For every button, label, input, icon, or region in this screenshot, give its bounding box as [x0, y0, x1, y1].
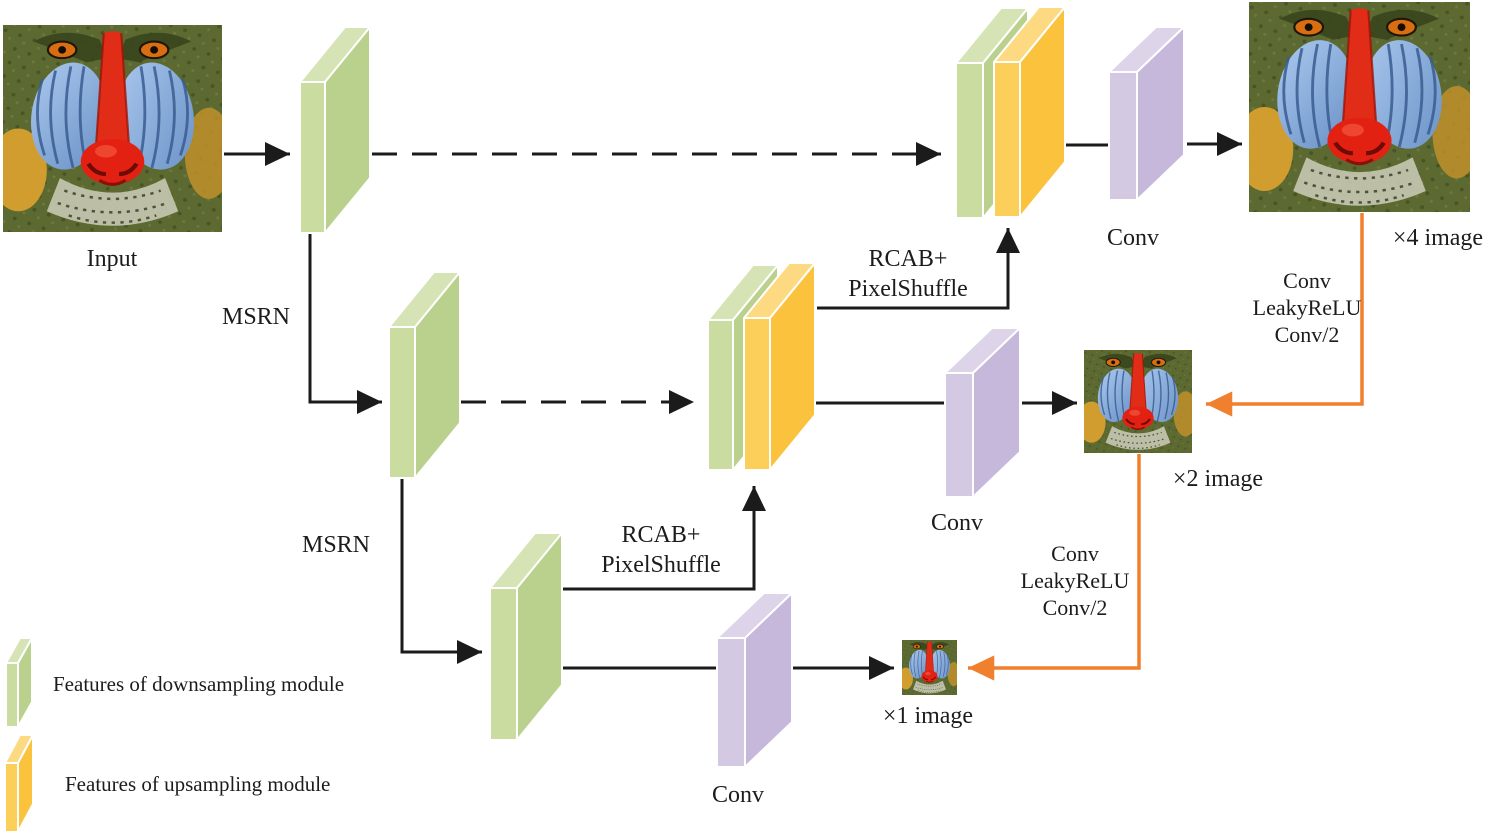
legend-upsample-label: Features of upsampling module	[65, 772, 330, 796]
downsample-block-scale1	[299, 26, 371, 234]
rcab-top-label-line1: RCAB+	[869, 246, 948, 272]
upsample-block-top	[993, 6, 1066, 218]
rcab-top-label-line2: PixelShuffle	[848, 276, 968, 302]
legend-downsample-swatch	[5, 637, 33, 728]
x2-output-image	[1084, 350, 1192, 453]
postprocess-bottom-line1: Conv	[1051, 541, 1099, 566]
conv-middle-label: Conv	[931, 510, 983, 536]
downsample-block-scale3	[489, 532, 563, 741]
x1-output-image	[902, 640, 957, 695]
input-label: Input	[87, 246, 138, 272]
postprocess-top-line1: Conv	[1283, 268, 1331, 293]
arrow-x2-refine-to-x1	[968, 454, 1141, 681]
msrn-bottom-label: MSRN	[302, 532, 370, 558]
postprocess-top-line3: Conv/2	[1275, 322, 1340, 347]
downsample-block-scale2	[388, 271, 461, 479]
feature-pair-middle	[707, 262, 816, 471]
arrow-rcab-bottom-path	[562, 486, 766, 591]
arrow-msrn-bottom-path	[400, 478, 482, 664]
msrn-top-label: MSRN	[222, 304, 290, 330]
arrow-msrn-top-path	[308, 233, 382, 414]
legend-downsample-label: Features of downsampling module	[53, 672, 344, 696]
postprocess-top-line2: LeakyReLU	[1253, 295, 1362, 320]
postprocess-bottom-line2: LeakyReLU	[1021, 568, 1130, 593]
x2-image-label: ×2 image	[1173, 466, 1263, 492]
x4-image-label: ×4 image	[1393, 225, 1483, 251]
conv-bottom-label: Conv	[712, 782, 764, 808]
rcab-bottom-label-line1: RCAB+	[622, 522, 701, 548]
conv-block-middle	[944, 327, 1021, 498]
feature-pair-top	[955, 6, 1066, 219]
arrow-x4-refine-to-x2	[1206, 213, 1364, 417]
orange-wires	[968, 213, 1364, 681]
legend-upsample-swatch	[4, 734, 34, 833]
upsample-block-mid	[743, 262, 816, 471]
conv-block-bottom	[716, 592, 793, 768]
conv-top-label: Conv	[1107, 225, 1159, 251]
postprocess-bottom-line3: Conv/2	[1043, 595, 1108, 620]
legend: Features of downsampling module Features…	[4, 637, 344, 833]
input-image	[0, 25, 233, 232]
conv-block-top	[1108, 26, 1185, 201]
wires	[224, 132, 1242, 680]
arrow-rcab-top-path	[817, 228, 1020, 310]
rcab-bottom-label-line2: PixelShuffle	[601, 552, 721, 578]
x4-output-image	[1236, 2, 1481, 212]
x1-image-label: ×1 image	[883, 703, 973, 729]
